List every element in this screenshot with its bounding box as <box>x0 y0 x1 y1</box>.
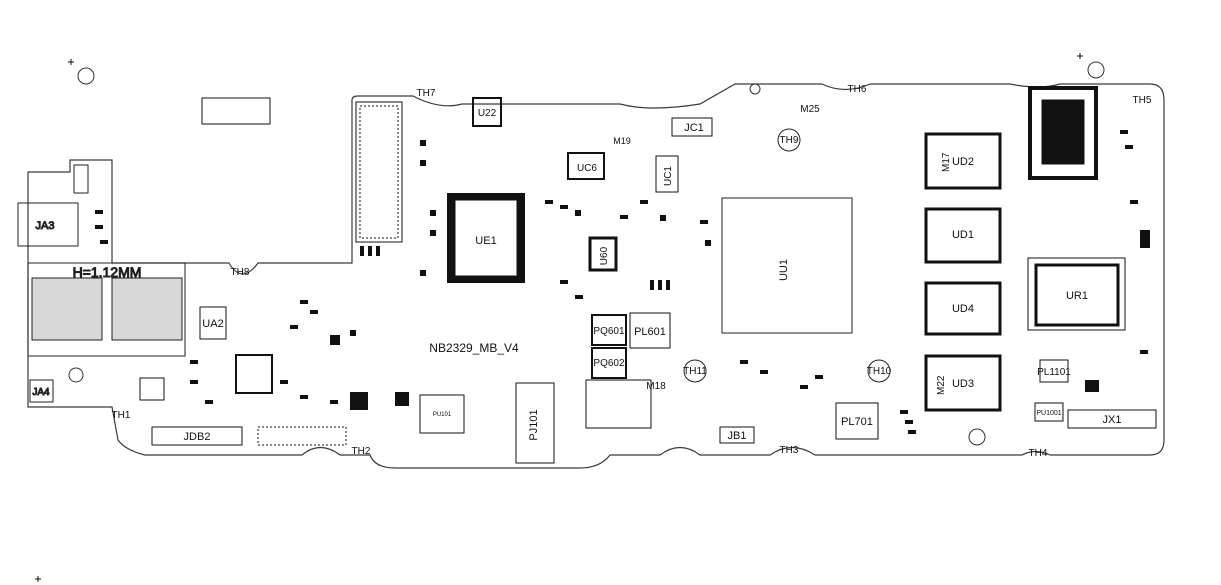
registration-marks <box>35 53 1083 582</box>
thermal-label-th9: TH9 <box>780 135 799 146</box>
chip-ur1: UR1 <box>1027 257 1126 331</box>
thermal-label-th1: TH1 <box>112 410 131 421</box>
label-m25: M25 <box>800 104 820 115</box>
chip-label-ud2: UD2 <box>952 156 974 168</box>
height-note: H=1.12MM <box>73 264 142 280</box>
mounting-holes <box>68 61 1105 446</box>
thermal-label-th8: TH8 <box>231 267 250 278</box>
connector-label-jdb2: JDB2 <box>184 431 211 443</box>
board-outline <box>27 83 1165 469</box>
thermal-label-th4: TH4 <box>1029 448 1048 459</box>
connector-label-pj101: PJ101 <box>528 409 540 440</box>
chip-label-pl701: PL701 <box>841 416 873 428</box>
thermal-points: TH1 TH2 TH3 TH4 TH5 TH6 TH7 TH8 TH9 TH10… <box>112 84 1152 459</box>
sd-card-region: H=1.12MM <box>27 262 186 357</box>
left-edge-connectors: JA3 JA4 <box>17 164 89 403</box>
chip-label-pl601: PL601 <box>634 326 666 338</box>
chip-label-pq602: PQ602 <box>593 358 625 369</box>
board-title: NB2329_MB_V4 <box>429 341 519 355</box>
connector-label-ja4: JA4 <box>32 387 50 398</box>
connector-strip-top <box>257 101 403 446</box>
module-top-right <box>1028 86 1098 180</box>
chip-label-u22: U22 <box>478 108 497 119</box>
label-m18: M18 <box>646 381 666 392</box>
thermal-label-th6: TH6 <box>848 84 867 95</box>
thermal-label-th3: TH3 <box>780 445 799 456</box>
memory-chips <box>924 132 1002 412</box>
chip-label-pq601: PQ601 <box>593 326 625 337</box>
chip-label-uu1: UU1 <box>778 259 790 281</box>
chip-label-ue1: UE1 <box>475 235 496 247</box>
label-m19: M19 <box>613 136 631 146</box>
chip-label-ua2: UA2 <box>202 318 223 330</box>
thermal-label-th11: TH11 <box>683 366 707 377</box>
label-pu101: PU101 <box>433 412 452 418</box>
label-m17: M17 <box>941 152 952 172</box>
connector-label-jc1: JC1 <box>684 122 704 134</box>
chip-label-pl1101: PL1101 <box>1037 367 1071 378</box>
thermal-label-th7: TH7 <box>417 88 436 99</box>
chip-label-ud3: UD3 <box>952 378 974 390</box>
chip-label-ur1: UR1 <box>1066 290 1088 302</box>
chip-label-uc1: UC1 <box>663 166 674 186</box>
label-pu1001: PU1001 <box>1036 410 1061 417</box>
passive-components <box>95 130 1150 434</box>
chip-label-ud4: UD4 <box>952 303 974 315</box>
chip-ue1: UE1 <box>447 193 525 283</box>
misc-chips <box>139 97 1157 464</box>
connector-label-jb1: JB1 <box>728 430 747 442</box>
chip-label-uc6: UC6 <box>577 163 597 174</box>
chip-uu1: UU1 <box>721 197 853 334</box>
connector-label-ja3: JA3 <box>36 220 55 232</box>
thermal-label-th5: TH5 <box>1133 95 1152 106</box>
thermal-label-th2: TH2 <box>352 446 371 457</box>
label-m22: M22 <box>936 375 947 395</box>
chip-label-u60: U60 <box>599 246 610 265</box>
chip-label-ud1: UD1 <box>952 229 974 241</box>
thermal-circles <box>683 128 891 383</box>
connector-label-jx1: JX1 <box>1103 414 1122 426</box>
thermal-label-th10: TH10 <box>867 366 892 377</box>
